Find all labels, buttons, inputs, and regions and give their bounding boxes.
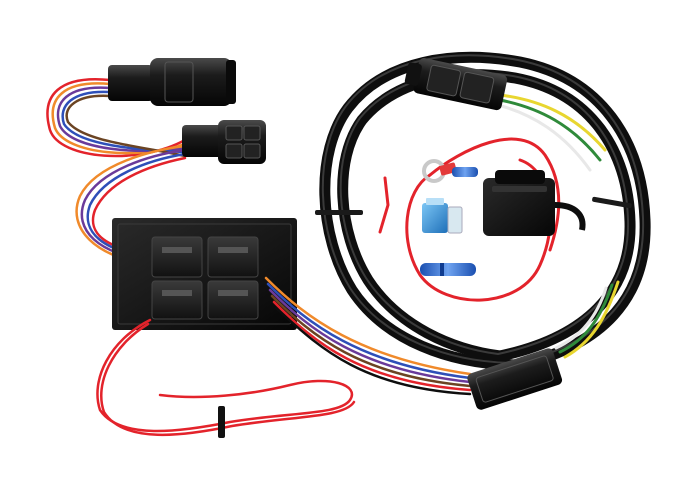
zip-tie (315, 196, 632, 215)
wire-clip (218, 406, 225, 438)
relay-3 (151, 280, 203, 320)
blade-fuse (422, 198, 463, 234)
butt-connector-large (420, 263, 476, 276)
butt-connector-small (452, 167, 478, 177)
relay-2 (207, 236, 259, 278)
power-wire-red-loop (96, 318, 356, 437)
connector-4-pin-male (108, 58, 236, 106)
splice-connector (467, 348, 563, 410)
relay-1 (151, 236, 203, 278)
wire-bundle-lower (264, 276, 472, 396)
relay-module (112, 218, 297, 330)
connector-4-pin-female (182, 120, 266, 164)
inline-fuse-holder (483, 170, 586, 236)
relay-4 (207, 280, 259, 320)
trailer-4-way-plug (404, 58, 508, 111)
